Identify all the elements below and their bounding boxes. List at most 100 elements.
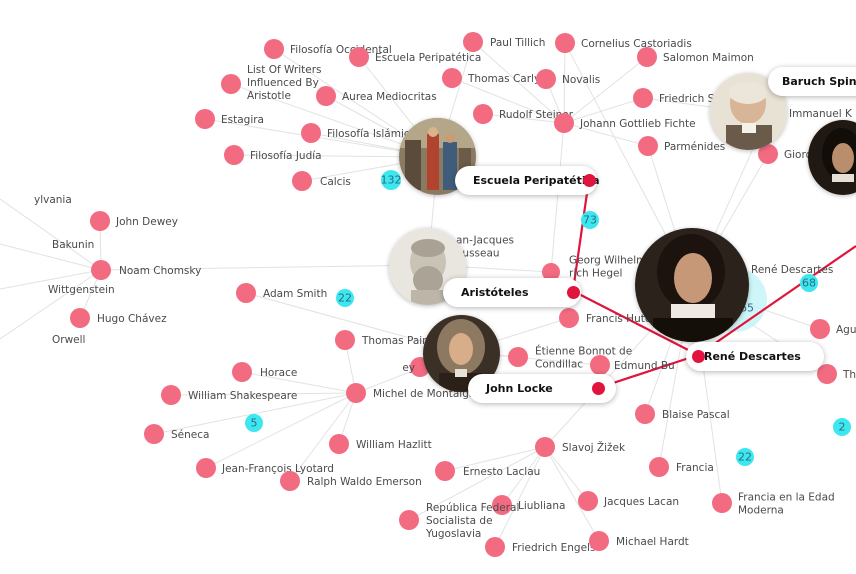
node-circle[interactable] [633, 88, 653, 108]
node-lyotard[interactable]: Jean-François Lyotard [196, 458, 334, 478]
node-circle[interactable] [70, 308, 90, 328]
node-circle[interactable] [542, 263, 560, 281]
node-circle[interactable] [292, 171, 312, 191]
node-circle[interactable] [536, 69, 556, 89]
node-circle[interactable] [463, 32, 483, 52]
node-hardt[interactable]: Michael Hardt [589, 531, 689, 551]
node-hazlitt[interactable]: William Hazlitt [329, 434, 432, 454]
node-filosofia-occidental[interactable]: Filosofía Occidental [264, 39, 392, 59]
node-aurea[interactable]: Aurea Mediocritas [316, 86, 437, 106]
node-circle[interactable] [316, 86, 336, 106]
node-circle[interactable] [232, 362, 252, 382]
node-circle[interactable] [221, 74, 241, 94]
node-calcis[interactable]: Calcis [292, 171, 351, 191]
node-circle[interactable] [196, 458, 216, 478]
node-circle[interactable] [195, 109, 215, 129]
node-blaise[interactable]: Blaise Pascal [635, 404, 730, 424]
node-sylvania[interactable]: ylvania [34, 194, 72, 206]
node-circle[interactable] [649, 457, 669, 477]
node-thomas-paine[interactable]: Thomas Paine [335, 330, 435, 350]
node-thomas-carlyle[interactable]: Thomas Carlyle [442, 68, 550, 88]
node-edmund[interactable]: Edmund Bu [590, 355, 675, 375]
node-circle[interactable] [346, 383, 366, 403]
node-circle[interactable] [435, 461, 455, 481]
node-circle[interactable] [508, 347, 528, 367]
node-circle[interactable] [810, 319, 830, 339]
cluster-c22a[interactable]: 22 [336, 289, 354, 307]
node-circle[interactable] [90, 211, 110, 231]
node-shakespeare[interactable]: William Shakespeare [161, 385, 297, 405]
node-adam-smith[interactable]: Adam Smith [236, 283, 327, 303]
node-fichte[interactable]: Johann Gottlieb Fichte [554, 113, 696, 133]
node-circle[interactable] [91, 260, 111, 280]
node-ag[interactable]: Agu [810, 319, 856, 339]
john-locke-pill[interactable]: John Locke [468, 374, 616, 403]
node-francia[interactable]: Francia [649, 457, 714, 477]
node-th[interactable]: Th [817, 364, 856, 384]
cluster-circle[interactable] [581, 211, 599, 229]
cluster-c73[interactable]: 73 [581, 211, 599, 229]
node-circle[interactable] [555, 33, 575, 53]
node-emerson[interactable]: Ralph Waldo Emerson [280, 471, 422, 491]
rene-descartes-portrait[interactable] [635, 228, 749, 342]
node-estagira[interactable]: Estagira [195, 109, 264, 129]
cluster-c22b[interactable]: 22 [736, 448, 754, 466]
cluster-circle[interactable] [245, 414, 263, 432]
node-circle[interactable] [635, 404, 655, 424]
node-novalis[interactable]: Novalis [536, 69, 600, 89]
node-circle[interactable] [236, 283, 256, 303]
node-circle[interactable] [335, 330, 355, 350]
node-rudolf-steiner[interactable]: Rudolf Steiner [473, 104, 574, 124]
node-circle[interactable] [637, 47, 657, 67]
node-circle[interactable] [144, 424, 164, 444]
node-circle[interactable] [399, 510, 419, 530]
cluster-c2[interactable]: 2 [833, 418, 851, 436]
cluster-circle[interactable] [736, 448, 754, 466]
node-circle[interactable] [485, 537, 505, 557]
node-escuela-peripatetica[interactable]: Escuela Peripatética [349, 47, 481, 67]
baruch-spinoza-pill[interactable]: Baruch Spinoza [768, 67, 856, 96]
node-circle[interactable] [758, 144, 778, 164]
node-circle[interactable] [578, 491, 598, 511]
node-circle[interactable] [535, 437, 555, 457]
aristoteles-pill[interactable]: Aristóteles [443, 278, 581, 307]
node-orwell[interactable]: Orwell [52, 334, 85, 346]
node-filosofia-islamica[interactable]: Filosofía Islámica [301, 123, 416, 143]
node-parmenides[interactable]: Parménides [638, 136, 725, 156]
node-ljubljana[interactable]: Liubliana [492, 495, 565, 515]
node-zizek[interactable]: Slavoj Žižek [535, 437, 626, 457]
node-seneca[interactable]: Séneca [144, 424, 209, 444]
node-engels[interactable]: Friedrich Engels [485, 537, 595, 557]
node-filosofia-judia[interactable]: Filosofía Judía [224, 145, 322, 165]
cluster-c68[interactable]: 68 [800, 274, 818, 292]
rene-descartes-pill[interactable]: René Descartes [686, 342, 824, 371]
node-circle[interactable] [638, 136, 658, 156]
node-circle[interactable] [349, 47, 369, 67]
node-john-dewey[interactable]: John Dewey [90, 211, 178, 231]
node-circle[interactable] [559, 308, 579, 328]
cluster-circle[interactable] [833, 418, 851, 436]
node-francis[interactable]: Francis Hutc [559, 308, 651, 328]
node-castoriadis[interactable]: Cornelius Castoriadis [555, 33, 692, 53]
node-lacan[interactable]: Jacques Lacan [578, 491, 679, 511]
cluster-c132[interactable]: 132 [381, 170, 402, 190]
cluster-c5[interactable]: 5 [245, 414, 263, 432]
cluster-circle[interactable] [800, 274, 818, 292]
node-circle[interactable] [301, 123, 321, 143]
node-circle[interactable] [442, 68, 462, 88]
node-circle[interactable] [817, 364, 837, 384]
node-horace[interactable]: Horace [232, 362, 297, 382]
cluster-circle[interactable] [381, 170, 401, 190]
node-circle[interactable] [492, 495, 512, 515]
node-circle[interactable] [589, 531, 609, 551]
node-salomon-maimon[interactable]: Salomon Maimon [637, 47, 754, 67]
node-circle[interactable] [264, 39, 284, 59]
node-circle[interactable] [554, 113, 574, 133]
